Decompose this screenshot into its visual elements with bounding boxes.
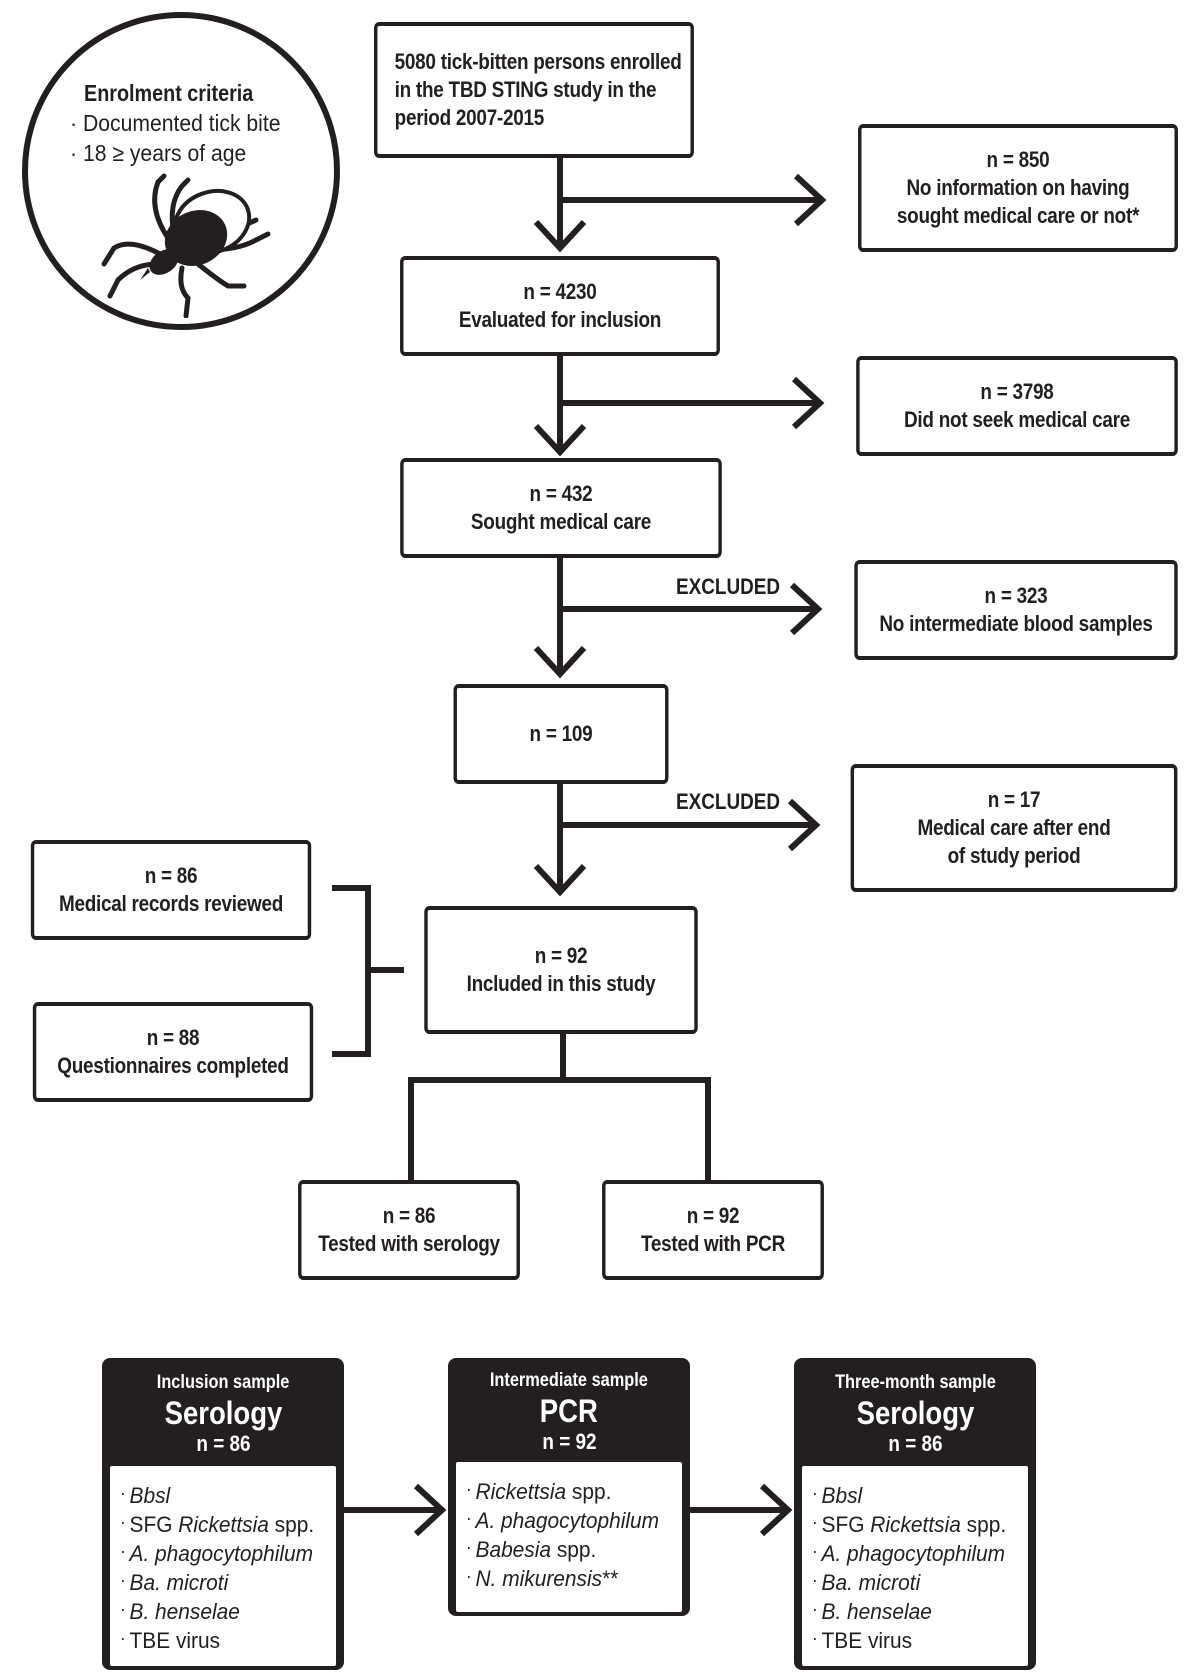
panel-item: ·B. henselae: [812, 1599, 932, 1624]
box-line: n = 86: [144, 863, 198, 888]
arrowhead-included: [533, 863, 587, 897]
arrowhead-no-info: [793, 173, 827, 227]
included-box: n = 92 Included in this study: [424, 906, 698, 1034]
panel-title: Serology: [856, 1395, 974, 1431]
box-line: n = 3798: [980, 379, 1054, 404]
panel-n: n = 86: [887, 1431, 943, 1456]
panel-item: ·B. henselae: [120, 1599, 240, 1624]
box-line: Tested with PCR: [640, 1231, 785, 1256]
panel-item: ·Bbsl: [120, 1483, 171, 1508]
bracket-side-boxes: [332, 885, 371, 1057]
questionnaires-box: n = 88 Questionnaires completed: [32, 1002, 314, 1102]
box-line: n = 92: [534, 943, 588, 968]
box-line: Evaluated for inclusion: [458, 307, 662, 332]
panel-item: ·Ba. microti: [120, 1570, 229, 1595]
panel-list: ·Bbsl ·SFG Rickettsia spp. ·A. phagocytoph…: [110, 1466, 336, 1666]
panel-title: PCR: [539, 1393, 599, 1429]
panel-list: ·Rickettsia spp. ·A. phagocytophilum ·Babe…: [456, 1462, 682, 1612]
panel-n: n = 92: [541, 1429, 597, 1454]
box-line: No information on having: [906, 175, 1130, 200]
after-end-box: n = 17 Medical care after end of study p…: [850, 764, 1178, 892]
panel-item: ·Bbsl: [812, 1483, 863, 1508]
medical-records-box: n = 86 Medical records reviewed: [30, 840, 312, 940]
box-line: Tested with serology: [318, 1231, 500, 1256]
arrowhead-panel2: [413, 1483, 447, 1537]
box-line: n = 109: [529, 721, 593, 746]
three-month-serology-panel: Three-month sample Serology n = 86 ·Bbsl…: [794, 1358, 1036, 1670]
panel-subtitle: Intermediate sample: [489, 1370, 649, 1391]
enrolment-criteria-circle: Enrolment criteria · Documented tick bit…: [22, 12, 340, 330]
arrowhead-no-care: [791, 376, 825, 430]
sought-box: n = 432 Sought medical care: [400, 458, 722, 558]
panel-list: ·Bbsl ·SFG Rickettsia spp. ·A. phagocytoph…: [802, 1466, 1028, 1666]
panel-item: ·A. phagocytophilum: [120, 1541, 314, 1566]
n109-box: n = 109: [453, 684, 669, 784]
panel-title: Serology: [164, 1395, 282, 1431]
panel-item: ·TBE virus: [120, 1628, 221, 1653]
enrolment-title: Enrolment criteria: [84, 80, 254, 106]
panel-item: ·A. phagocytophilum: [466, 1508, 660, 1533]
box-line: in the TBD STING study in the: [394, 77, 657, 102]
box-line: period 2007-2015: [394, 105, 545, 130]
no-care-box: n = 3798 Did not seek medical care: [856, 356, 1178, 456]
panel-item: ·N. mikurensis**: [466, 1566, 619, 1591]
panel-item: ·TBE virus: [812, 1628, 913, 1653]
panel-subtitle: Three-month sample: [834, 1372, 996, 1393]
panel-header: Inclusion sample Serology n = 86: [106, 1362, 340, 1466]
panel-item: ·SFG Rickettsia spp.: [120, 1512, 315, 1537]
box-line: No intermediate blood samples: [879, 611, 1153, 636]
intermediate-pcr-panel: Intermediate sample PCR n = 92 ·Ricketts…: [448, 1358, 690, 1616]
tick-icon: [101, 173, 271, 318]
panel-item: ·A. phagocytophilum: [812, 1541, 1006, 1566]
panel-item: ·Babesia spp.: [466, 1537, 597, 1562]
inclusion-serology-panel: Inclusion sample Serology n = 86 ·Bbsl ·S…: [102, 1358, 344, 1670]
box-line: Did not seek medical care: [904, 407, 1130, 432]
pcr-box: n = 92 Tested with PCR: [602, 1180, 824, 1280]
panel-subtitle: Inclusion sample: [156, 1372, 290, 1393]
panel-n: n = 86: [195, 1431, 251, 1456]
arrowhead-sought: [533, 423, 587, 457]
panel-header: Three-month sample Serology n = 86: [798, 1362, 1032, 1466]
box-line: n = 850: [986, 147, 1050, 172]
box-line: of study period: [947, 843, 1081, 868]
enrolment-item: · 18 ≥ years of age: [70, 140, 247, 166]
excluded-label: EXCLUDED: [676, 789, 781, 814]
box-line: n = 323: [984, 583, 1048, 608]
box-line: sought medical care or not*: [896, 203, 1140, 228]
arrowhead-no-samples: [789, 582, 823, 636]
arrowhead-evaluated: [533, 219, 587, 253]
box-line: Sought medical care: [470, 509, 652, 534]
box-line: Medical records reviewed: [58, 891, 284, 916]
enrolled-box: 5080 tick-bitten persons enrolled in the…: [374, 22, 694, 158]
box-line: n = 86: [382, 1203, 436, 1228]
excluded-label: EXCLUDED: [676, 574, 781, 599]
box-line: Questionnaires completed: [57, 1053, 289, 1078]
box-line: n = 17: [987, 787, 1041, 812]
box-line: n = 92: [686, 1203, 740, 1228]
serology-box: n = 86 Tested with serology: [298, 1180, 520, 1280]
no-samples-box: n = 323 No intermediate blood samples: [854, 560, 1178, 660]
box-line: n = 4230: [523, 279, 597, 304]
box-line: Included in this study: [466, 971, 656, 996]
evaluated-box: n = 4230 Evaluated for inclusion: [400, 256, 720, 356]
arrowhead-109: [533, 645, 587, 679]
panel-item: ·SFG Rickettsia spp.: [812, 1512, 1007, 1537]
enrolment-item: · Documented tick bite: [70, 110, 281, 136]
box-line: 5080 tick-bitten persons enrolled: [394, 49, 682, 74]
box-line: Medical care after end: [917, 815, 1111, 840]
panel-item: ·Ba. microti: [812, 1570, 921, 1595]
split-branches: [408, 1077, 711, 1180]
box-line: n = 88: [146, 1025, 200, 1050]
box-line: n = 432: [529, 481, 593, 506]
arrowhead-panel3: [759, 1483, 793, 1537]
arrowhead-after-end: [787, 798, 821, 852]
no-info-box: n = 850 No information on having sought …: [858, 124, 1178, 252]
panel-item: ·Rickettsia spp.: [466, 1479, 612, 1504]
panel-header: Intermediate sample PCR n = 92: [452, 1362, 686, 1462]
